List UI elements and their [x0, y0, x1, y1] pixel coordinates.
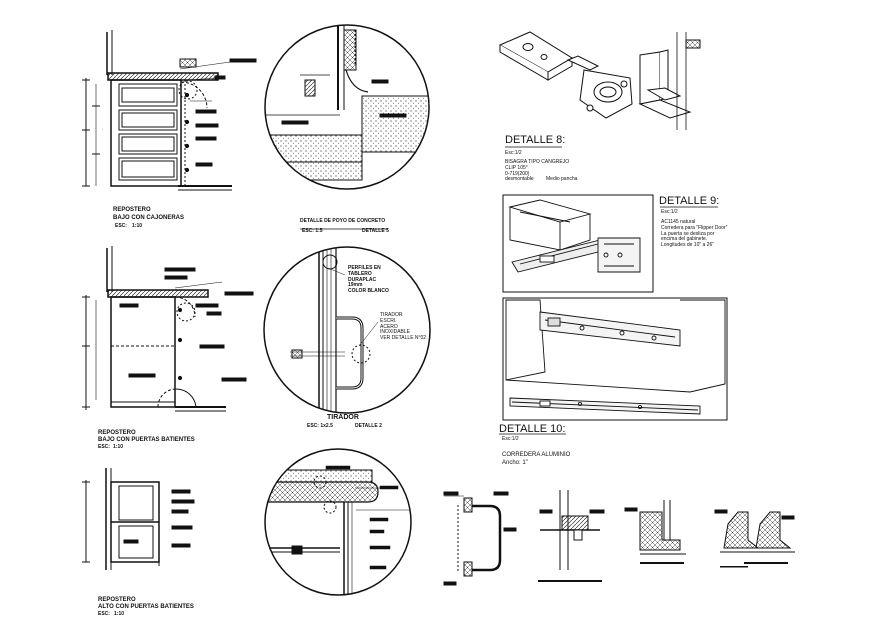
- edge-detail-content: [265, 469, 410, 595]
- pull-callout-circle: [351, 344, 371, 364]
- pull-detail-circle: [263, 246, 431, 414]
- pull-detail-title: TIRADOR: [327, 414, 359, 421]
- handle-plan-detail: [443, 491, 517, 586]
- drawer-unit-subtitle: BAJO CON CAJONERAS: [113, 215, 185, 221]
- detalle8-description: BISAGRA TIPO CANGREJO CLIP 105° 0-719(20…: [505, 159, 570, 183]
- detalle8-scale: Esc:1/2: [505, 150, 522, 156]
- drawer-unit-title: REPOSTERO: [113, 207, 151, 213]
- concrete-detail-title: DETALLE DE POYO DE CONCRETO: [300, 218, 386, 224]
- doors-unit-scale-label: ESC:: [98, 444, 110, 450]
- upper-unit-scale-label: ESC:: [98, 611, 110, 617]
- doors-unit-scale: 1:10: [113, 444, 124, 450]
- edge-callout-a: [323, 500, 337, 514]
- detalle9-description: AC1145 natural Corredera para "Flipper D…: [661, 219, 728, 248]
- upper-cabinet-section: [82, 468, 195, 570]
- detalle10-title: DETALLE 10:: [499, 423, 566, 435]
- detalle8-note: Medio pancha: [546, 176, 578, 182]
- runner-sketch: [505, 299, 726, 415]
- detalle10-description: CORREDERA ALUMINIO: [502, 452, 571, 458]
- edge-detail-circle: [264, 448, 412, 596]
- door-cabinet-section: [82, 246, 254, 412]
- pull-note-top: PERFILES EN TABLERO DURAPLAC 19mm COLOR …: [348, 265, 389, 294]
- upper-unit-subtitle: ALTO CON PUERTAS BATIENTES: [98, 604, 194, 610]
- concrete-detail-content: [265, 25, 429, 181]
- doors-unit-subtitle: BAJO CON PUERTAS BATIENTES: [98, 437, 195, 443]
- edge-callout-b: [313, 475, 327, 489]
- svg-text:·: ·: [100, 128, 106, 130]
- base-profile-detail-a: [624, 500, 686, 555]
- upper-unit-title: REPOSTERO: [98, 597, 136, 603]
- detalle10-width: Ancho: 1": [502, 460, 528, 466]
- door-detail-callout: [176, 302, 196, 322]
- concrete-detail-number: DETALLE 5: [362, 228, 389, 234]
- flipper-door-sketch: [508, 199, 641, 273]
- drawer-unit-scale: 1:10: [132, 223, 143, 229]
- pull-detail-content: [290, 247, 364, 413]
- pull-note-pull: TIRADOR ESCRI. ACERO INOXIDABLE VER DETA…: [380, 312, 427, 341]
- hinge-illustration: [498, 31, 701, 130]
- drawer-cabinet-section: ·: [82, 30, 257, 191]
- detalle8-title: DETALLE 8:: [505, 134, 566, 146]
- detalle9-scale: Esc:1/2: [661, 209, 678, 215]
- doors-unit-title: REPOSTERO: [98, 430, 136, 436]
- base-profile-detail-b: [714, 509, 795, 553]
- pull-detail-scale: ESC: 1x2.5: [307, 423, 333, 429]
- drawer-unit-scale-label: ESC:: [115, 223, 127, 229]
- concrete-detail-scale: ESC: 1:5: [302, 228, 323, 234]
- hinge-section-detail: [539, 490, 605, 570]
- drawer-detail-callout: [178, 80, 198, 100]
- upper-unit-scale: 1:10: [114, 611, 125, 617]
- pull-detail-number: DETALLE 2: [355, 423, 382, 429]
- detalle10-scale: Esc:1/2: [502, 436, 519, 442]
- detalle9-title: DETALLE 9:: [659, 195, 720, 207]
- edge-detail-leaders: [325, 465, 399, 570]
- small-detail-captions: [538, 562, 788, 582]
